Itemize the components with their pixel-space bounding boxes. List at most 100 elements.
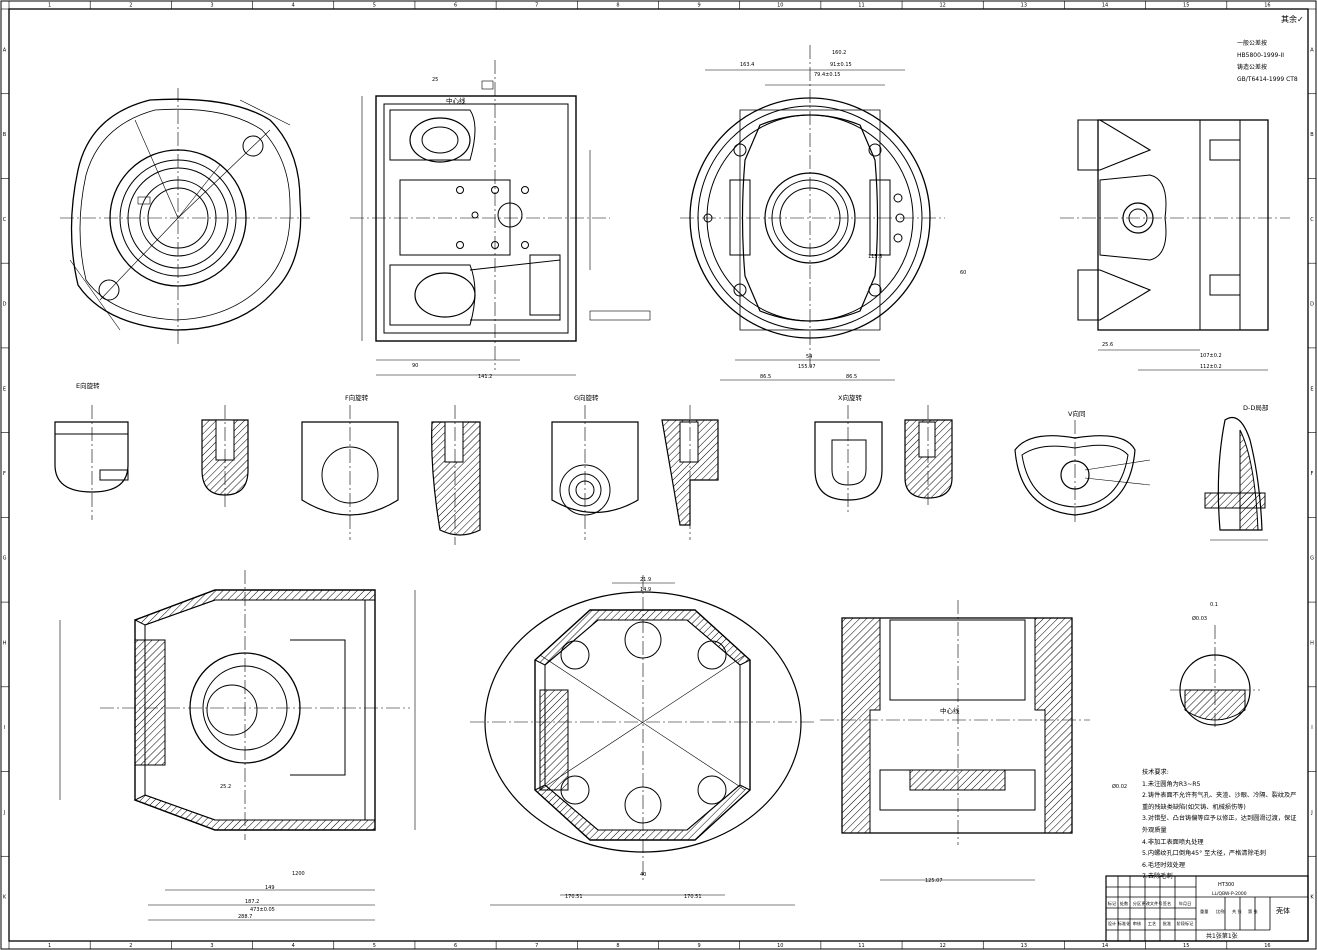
zone-letter: K (1310, 895, 1314, 901)
dim-4: 163.4 (740, 62, 754, 68)
zone-number: 16 (1264, 3, 1270, 9)
technical-requirement-5: 外观质量 (1142, 826, 1167, 834)
title-block-label: 标记 (1108, 900, 1117, 907)
technical-requirement-2: 2.铸件表面不允许有气孔、夹渣、沙眼、冷隔、裂纹及严 (1142, 792, 1297, 800)
dim-23: 14.9 (640, 587, 651, 593)
roughness-other-text: 其余 (1281, 15, 1297, 24)
dim-25: 170.51 (565, 894, 583, 900)
dim-13: 25.6 (1102, 342, 1113, 348)
e-rotate-views (54, 405, 249, 520)
dim-22: 21.9 (640, 577, 651, 583)
label-d-section: D-D局部 (1243, 403, 1269, 412)
technical-requirement-6: 4.非加工表面喷丸处理 (1142, 838, 1204, 846)
dim-15: 112±0.2 (1200, 364, 1222, 370)
title-block-label: 设计 (1108, 920, 1116, 927)
zone-number: 6 (454, 3, 457, 9)
general-tolerance-line-4: GB/T6414-1999 CT8 (1237, 76, 1298, 83)
zone-number: 7 (535, 3, 538, 9)
dim-31: 0.1 (1210, 602, 1218, 608)
general-tolerance-line-2: HB5800-1999-II (1237, 52, 1285, 59)
bottom-left-section-view (59, 570, 416, 921)
dim-9: 25 (432, 77, 438, 83)
zone-number: 8 (616, 943, 619, 949)
dim-28: 125.07 (925, 878, 943, 884)
zone-markers-top: 1122334455667788991010111112121313141415… (8, 1, 1271, 949)
zone-number: 15 (1183, 3, 1189, 9)
title-block-label: 比例 (1216, 908, 1224, 915)
title-block-label: 处数 (1120, 900, 1129, 907)
dim-10: 90 (412, 363, 418, 369)
dim-11: 54 (806, 354, 812, 360)
title-block-sheet: 共1张第1张 (1206, 932, 1238, 940)
d-section-view (1204, 416, 1268, 541)
general-tolerance-line-3: 铸造公差按 (1237, 64, 1268, 71)
zone-letter: G (1310, 556, 1314, 562)
zone-number: 5 (373, 3, 376, 9)
label-x-rotate: X向旋转 (838, 393, 862, 402)
v-view (1014, 420, 1151, 525)
title-block-label: 阶段标记 (1177, 920, 1195, 927)
title-block-label: 标准化 (1118, 920, 1131, 927)
zone-letter: J (1310, 810, 1312, 816)
zone-number: 13 (1021, 943, 1027, 949)
zone-number: 12 (939, 943, 945, 949)
label-e-rotate: E向旋转 (76, 381, 100, 390)
zone-letter: D (1310, 302, 1314, 308)
dim-21: 473±0.05 (250, 907, 275, 913)
zone-number: 1 (48, 3, 51, 9)
technical-requirement-8: 6.毛坯时效处理 (1142, 861, 1186, 869)
side-circular-view (680, 45, 945, 381)
title-block-label: 更改文件号 (1142, 900, 1163, 907)
dim-26: 170.51 (684, 894, 702, 900)
technical-requirement-3: 重的残缺类缺陷(如欠铸、机械损伤等) (1142, 803, 1246, 811)
zone-number: 2 (129, 943, 132, 949)
title-block (1105, 875, 1309, 942)
dim-17: 1200 (292, 871, 305, 877)
zone-number: 3 (210, 3, 213, 9)
dim-5: 86.5 (760, 374, 771, 380)
label-f-rotate: F向旋转 (345, 393, 369, 402)
zone-letter: J (3, 810, 5, 816)
zone-letter: A (1310, 47, 1314, 53)
zone-number: 9 (698, 943, 701, 949)
zone-number: 3 (210, 943, 213, 949)
title-block-label: 重量 (1200, 908, 1208, 915)
zone-number: 16 (1264, 943, 1270, 949)
zone-letter: B (3, 132, 7, 138)
zone-number: 10 (777, 943, 783, 949)
zone-letter: E (3, 386, 6, 392)
title-block-label: 年月日 (1179, 900, 1192, 907)
dim-12: 60 (960, 270, 966, 276)
dim-19: 187.2 (245, 899, 259, 905)
detail-circle-view (1170, 625, 1260, 730)
dim-8: 155.97 (798, 364, 816, 370)
label-datum-center: 中心线 (940, 706, 960, 715)
zone-number: 9 (698, 3, 701, 9)
zone-number: 15 (1183, 943, 1189, 949)
zone-letter: D (3, 302, 7, 308)
title-block-label: 工艺 (1148, 921, 1156, 926)
dim-29: Ø0.03 (1192, 615, 1207, 622)
dim-1: 160.2 (832, 50, 846, 56)
title-block-label: 第 张 (1248, 908, 1259, 915)
technical-requirements-title: 技术要求: (1142, 769, 1169, 776)
dim-24: 40 (640, 872, 646, 878)
zone-letter: F (3, 471, 6, 477)
zone-letter: C (3, 217, 7, 223)
zone-letter: H (3, 640, 7, 646)
zone-number: 11 (858, 943, 864, 949)
dim-16: 107±0.2 (1200, 353, 1222, 359)
roughness-check-icon: ✓ (1297, 15, 1304, 24)
zone-number: 5 (373, 943, 376, 949)
zone-number: 6 (454, 943, 457, 949)
title-block-material: HT300 (1218, 882, 1234, 888)
zone-number: 10 (777, 3, 783, 9)
title-block-label: 批准 (1163, 920, 1171, 927)
zone-number: 13 (1021, 3, 1027, 9)
zone-number: 4 (292, 943, 295, 949)
general-tolerance-notes: 一般公差按 HB5800-1999-II 铸造公差按 GB/T6414-1999… (1237, 38, 1298, 86)
zone-letter: F (1311, 471, 1314, 477)
right-side-view (1060, 119, 1290, 371)
zone-letter: K (3, 895, 7, 901)
